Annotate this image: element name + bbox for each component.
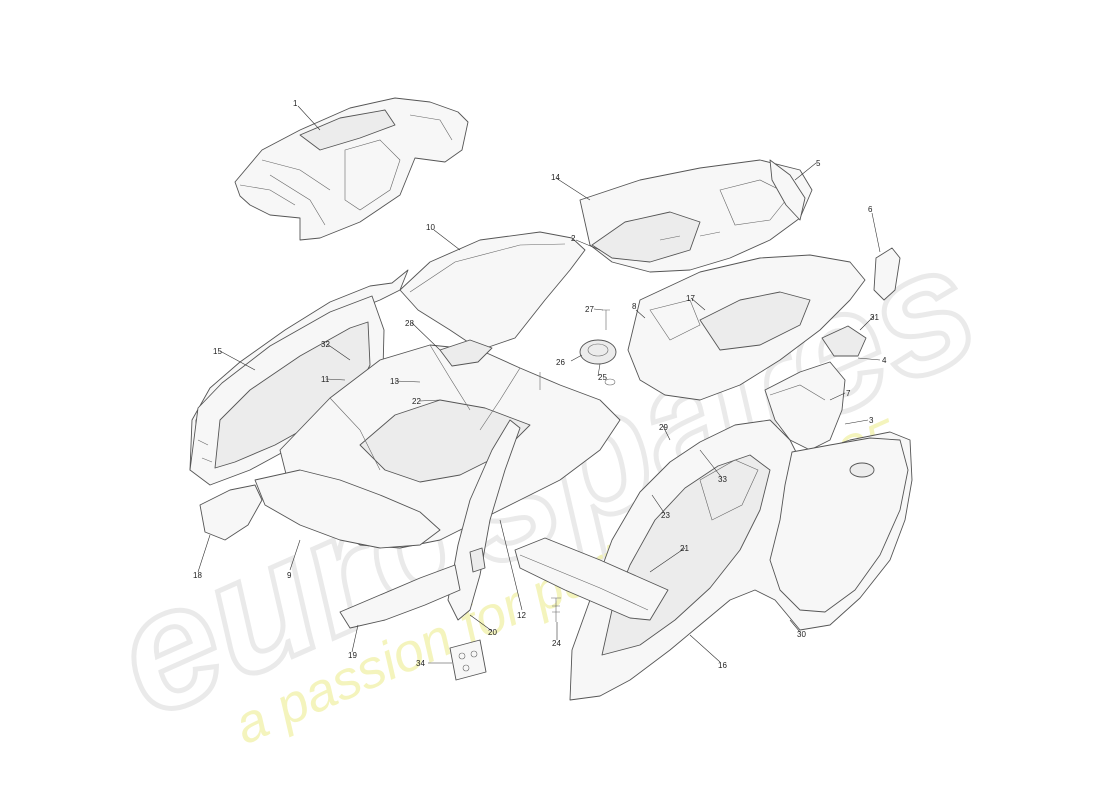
callout-32: 32 bbox=[321, 340, 330, 349]
rear-bulkhead bbox=[579, 159, 813, 273]
callout-8: 8 bbox=[632, 302, 637, 311]
callout-12: 12 bbox=[517, 611, 526, 620]
callout-5: 5 bbox=[816, 159, 821, 168]
rear-bracket bbox=[873, 247, 901, 301]
callout-29: 29 bbox=[659, 423, 668, 432]
callout-11: 11 bbox=[321, 375, 330, 384]
callout-6: 6 bbox=[868, 205, 873, 214]
callout-26: 26 bbox=[556, 358, 565, 367]
callout-23: 23 bbox=[661, 511, 670, 520]
callout-17: 17 bbox=[686, 294, 695, 303]
a-pillar-inner bbox=[339, 419, 521, 629]
callout-30: 30 bbox=[797, 630, 806, 639]
callout-15: 15 bbox=[213, 347, 222, 356]
callout-1: 1 bbox=[293, 99, 298, 108]
callout-20: 20 bbox=[488, 628, 497, 637]
sill-beam bbox=[514, 537, 669, 621]
callout-3: 3 bbox=[869, 416, 874, 425]
callout-4: 4 bbox=[882, 356, 887, 365]
callout-13: 13 bbox=[390, 377, 399, 386]
callout-24: 24 bbox=[552, 639, 561, 648]
callout-19: 19 bbox=[348, 651, 357, 660]
floor-and-front-structure bbox=[199, 339, 621, 549]
roof-panel bbox=[399, 231, 586, 351]
callout-28: 28 bbox=[405, 319, 414, 328]
callout-31: 31 bbox=[870, 313, 879, 322]
callout-10: 10 bbox=[426, 223, 435, 232]
callout-14: 14 bbox=[551, 173, 560, 182]
callout-16: 16 bbox=[718, 661, 727, 670]
callout-27: 27 bbox=[585, 305, 594, 314]
callout-33: 33 bbox=[718, 475, 727, 484]
callouts: 1 2 3 4 5 6 7 8 9 10 11 12 13 14 15 16 1… bbox=[193, 99, 887, 670]
callout-9: 9 bbox=[287, 571, 292, 580]
rear-floor bbox=[627, 254, 867, 451]
callout-22: 22 bbox=[412, 397, 421, 406]
bodyshell-complete-inset bbox=[234, 97, 469, 241]
callout-21: 21 bbox=[680, 544, 689, 553]
fasteners bbox=[539, 309, 617, 622]
callout-18: 18 bbox=[193, 571, 202, 580]
callout-7: 7 bbox=[846, 389, 851, 398]
leader-lines bbox=[197, 105, 881, 664]
left-side-panel bbox=[189, 269, 409, 486]
callout-25: 25 bbox=[598, 373, 607, 382]
callout-2: 2 bbox=[571, 234, 576, 243]
callout-34: 34 bbox=[416, 659, 425, 668]
mounting-plate bbox=[449, 639, 487, 681]
